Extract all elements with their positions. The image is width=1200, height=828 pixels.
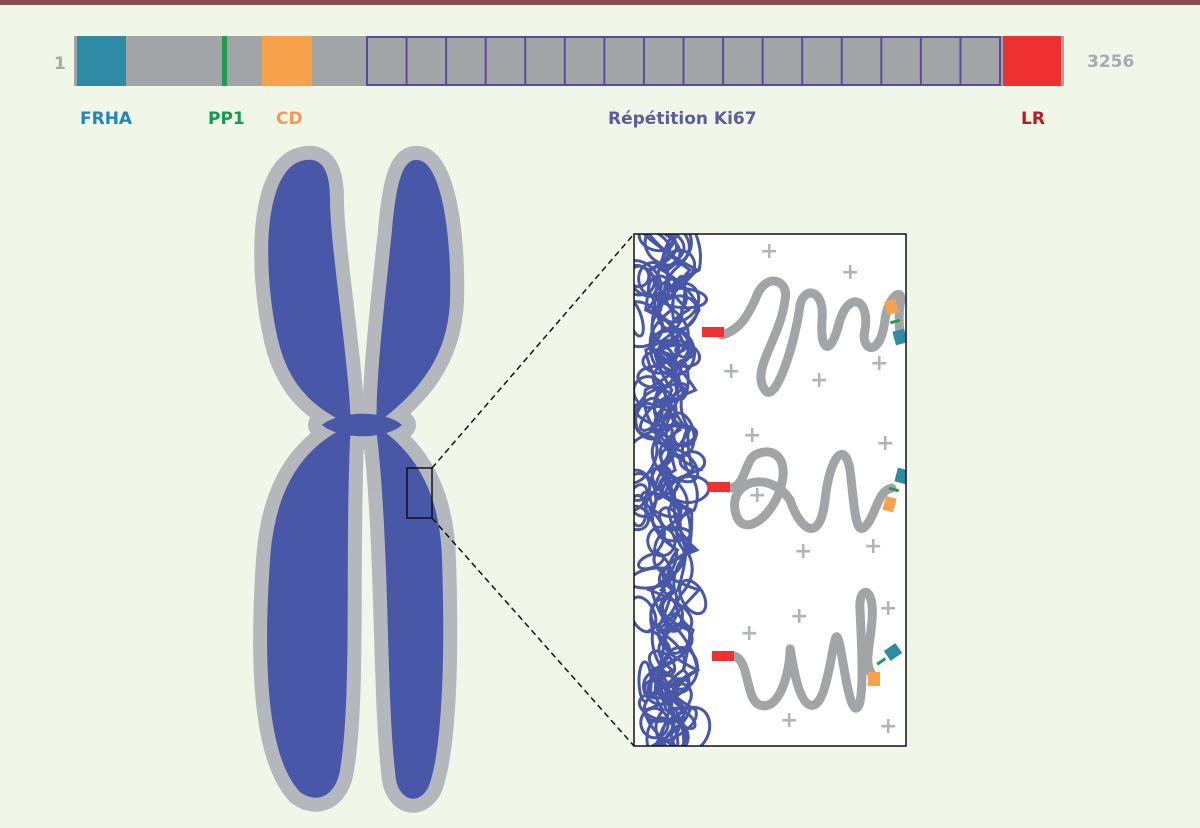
ki67-cd-1 — [884, 298, 899, 316]
ki67-frha-1 — [892, 328, 906, 346]
plus-sign: + — [879, 596, 897, 621]
ki67-chain-2 — [723, 447, 897, 533]
zoom-region-box — [406, 467, 433, 519]
chromatin-fiber-mesh — [634, 234, 712, 746]
plus-sign: + — [722, 359, 740, 384]
ki67-lr-1 — [702, 327, 724, 337]
plus-sign: + — [841, 260, 859, 285]
chromatin-loop — [634, 298, 645, 338]
lr-domain — [1003, 36, 1061, 86]
frha-label: FRHA — [80, 109, 133, 129]
start-residue-label: 1 — [54, 54, 66, 74]
lr-label: LR — [1021, 109, 1045, 129]
plus-sign: + — [743, 423, 761, 448]
repeat-label: Répétition Ki67 — [608, 109, 757, 129]
chromatin-loop — [649, 326, 697, 377]
chromatin-loop — [678, 578, 708, 616]
plus-sign: + — [879, 714, 897, 739]
chromatin-loop — [645, 716, 680, 746]
pp1-motif — [222, 36, 227, 86]
right-chromatid — [375, 159, 451, 799]
left-chromatid — [267, 159, 351, 798]
ki67-lr-2 — [708, 482, 730, 492]
ki67-pp1-3 — [876, 657, 887, 666]
plus-sign: + — [794, 539, 812, 564]
chromatin-fiber — [647, 234, 702, 746]
plus-sign: + — [740, 621, 758, 646]
chromatin-loop — [637, 660, 653, 703]
chromosome — [253, 145, 465, 813]
plus-sign: + — [870, 351, 888, 376]
inset-frame — [633, 233, 907, 747]
chromatin — [267, 159, 451, 799]
ki67-chain-1 — [717, 276, 906, 397]
ki67-cd-3 — [868, 672, 880, 686]
ki67-frha-3 — [883, 643, 903, 661]
cd-domain — [262, 36, 312, 86]
ki67-cd-2 — [882, 495, 897, 513]
chromatin-loop — [634, 504, 650, 532]
ki67-molecule-3 — [712, 587, 903, 713]
plus-sign: + — [748, 483, 766, 508]
protein-backbone — [74, 36, 1064, 86]
end-residue-label: 3256 — [1087, 52, 1134, 72]
inset-zoom-view: + + + + + + + + + + + + + + + — [633, 233, 907, 747]
pp1-label: PP1 — [208, 109, 245, 129]
ki67-molecule-1 — [702, 276, 906, 397]
chromatin-loop — [634, 434, 659, 485]
chromatin-fiber — [646, 234, 702, 746]
zoom-line-bottom — [431, 517, 635, 747]
frha-domain — [77, 36, 126, 86]
chromatin-fiber — [644, 234, 699, 746]
protein-domain-map: 1 3256 FRHA PP1 CD Répétition Ki67 LR — [54, 36, 1134, 129]
ki67-chain-3 — [729, 587, 880, 713]
plus-sign: + — [876, 431, 894, 456]
plus-sign: + — [810, 368, 828, 393]
ki67-pp1-1 — [889, 318, 901, 325]
zoom-line-top — [431, 233, 635, 469]
ki67-repeat-region — [366, 36, 1001, 86]
ki67-pp1-2 — [888, 486, 900, 493]
chromatin-fiber — [643, 234, 695, 746]
plus-sign: + — [864, 534, 882, 559]
plus-sign: + — [790, 604, 808, 629]
top-rule — [0, 0, 1200, 5]
centromere — [322, 413, 402, 437]
plus-sign: + — [760, 239, 778, 264]
positive-charges: + + + + + + + + + + + + + + + — [722, 239, 897, 739]
ki67-lr-3 — [712, 651, 734, 661]
plus-sign: + — [780, 708, 798, 733]
cd-label: CD — [276, 109, 303, 129]
